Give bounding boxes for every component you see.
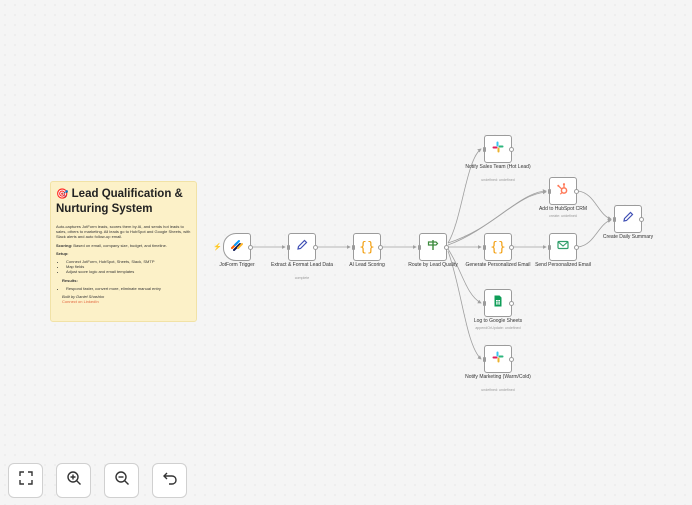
setup-item: Map fields [66,264,191,269]
jotform-icon [230,238,244,257]
linkedin-link[interactable]: Connect on LinkedIn [62,299,99,305]
node-subtitle: create: undefined [549,214,577,218]
node-subtitle: undefined: undefined [481,178,515,182]
note-title-text: Lead Qualification & Nurturing System [56,188,183,215]
node-create-daily-summary[interactable] [613,205,644,233]
pencil-icon [295,238,309,257]
code-braces-icon: {} [359,239,375,255]
output-port[interactable] [509,245,514,250]
author-credit: Built by Daniel Shashko [62,294,105,300]
undo-button[interactable] [152,463,187,498]
node-notify-sales-team[interactable] [483,135,514,163]
email-icon [556,238,570,257]
input-port[interactable] [287,245,290,250]
note-description: Auto-captures JotForm leads, scores them… [56,224,191,240]
input-port[interactable] [548,245,551,250]
output-port[interactable] [509,147,514,152]
node-label: Route by Lead Quality [408,262,458,268]
input-port[interactable] [483,147,486,152]
results-list: Respond faster, convert more, eliminate … [56,286,191,291]
scoring-label: Scoring: [56,242,73,248]
setup-item: Adjust score logic and email templates [66,269,191,274]
results-label: Results: [62,277,78,283]
node-route-by-lead-quality[interactable] [418,233,449,261]
node-subtitle: complete [294,276,310,280]
output-port[interactable] [574,245,579,250]
trigger-bolt-icon: ⚡ [213,244,222,251]
fullscreen-icon [18,470,34,491]
node-subtitle: undefined: undefined [481,388,515,392]
zoom-in-button[interactable] [56,463,91,498]
setup-label: Setup: [56,250,69,256]
slack-icon [491,350,505,369]
node-label: Generate Personalized Email [465,262,531,268]
input-port[interactable] [483,301,486,306]
code-braces-icon: {} [490,239,506,255]
note-body: Auto-captures JotForm leads, scores them… [56,224,191,304]
slack-icon [491,140,505,159]
node-label: Create Daily Summary [602,234,654,240]
node-label: JotForm Trigger [219,262,255,268]
node-label: AI Lead Scoring [349,262,385,268]
node-label: Log to Google Sheets [473,318,523,324]
input-port[interactable] [483,357,486,362]
node-label: Notify Marketing (Warm/Cold) [465,374,531,380]
output-port[interactable] [444,245,449,250]
input-port[interactable] [613,217,616,222]
output-port[interactable] [509,357,514,362]
output-port[interactable] [639,217,644,222]
node-notify-marketing[interactable] [483,345,514,373]
note-scoring: Scoring: Based on email, company size, b… [56,243,191,248]
node-generate-personalized-email[interactable]: {} [483,233,514,261]
input-port[interactable] [548,189,551,194]
node-ai-lead-scoring[interactable]: {} [352,233,383,261]
node-subtitle: appendOrUpdate: undefined [475,326,521,330]
connection-route-sheets [447,248,482,304]
sticky-note[interactable]: 🎯 Lead Qualification & Nurturing System … [50,181,197,322]
node-label: Notify Sales Team (Hot Lead) [465,164,531,170]
output-port[interactable] [574,189,579,194]
output-port[interactable] [248,245,253,250]
output-port[interactable] [509,301,514,306]
zoom-out-button[interactable] [104,463,139,498]
fit-view-button[interactable] [8,463,43,498]
node-send-personalized-email[interactable] [548,233,579,261]
undo-icon [162,470,178,491]
input-port[interactable] [483,245,486,250]
zoom-out-icon [114,470,130,491]
node-label: Send Personalized Email [535,262,591,268]
output-port[interactable] [313,245,318,250]
node-log-to-google-sheets[interactable] [483,289,514,317]
setup-item: Connect JotForm, HubSpot, Sheets, Slack,… [66,259,191,264]
target-icon: 🎯 [56,189,69,200]
pencil-icon [621,210,635,229]
note-title: 🎯 Lead Qualification & Nurturing System [56,187,191,216]
signpost-icon [426,238,440,257]
hubspot-icon [556,182,570,201]
zoom-in-icon [66,470,82,491]
setup-list: Connect JotForm, HubSpot, Sheets, Slack,… [56,259,191,275]
node-label: Add to HubSpot CRM [538,206,588,212]
input-port[interactable] [418,245,421,250]
node-extract-format[interactable] [287,233,318,261]
google-sheets-icon [491,294,505,313]
output-port[interactable] [378,245,383,250]
input-port[interactable] [352,245,355,250]
node-jotform-trigger[interactable] [223,233,253,261]
scoring-text: Based on email, company size, budget, an… [72,242,167,248]
node-label: Extract & Format Lead Data [271,262,333,268]
results-item: Respond faster, convert more, eliminate … [66,286,191,291]
node-add-to-hubspot[interactable] [548,177,579,205]
